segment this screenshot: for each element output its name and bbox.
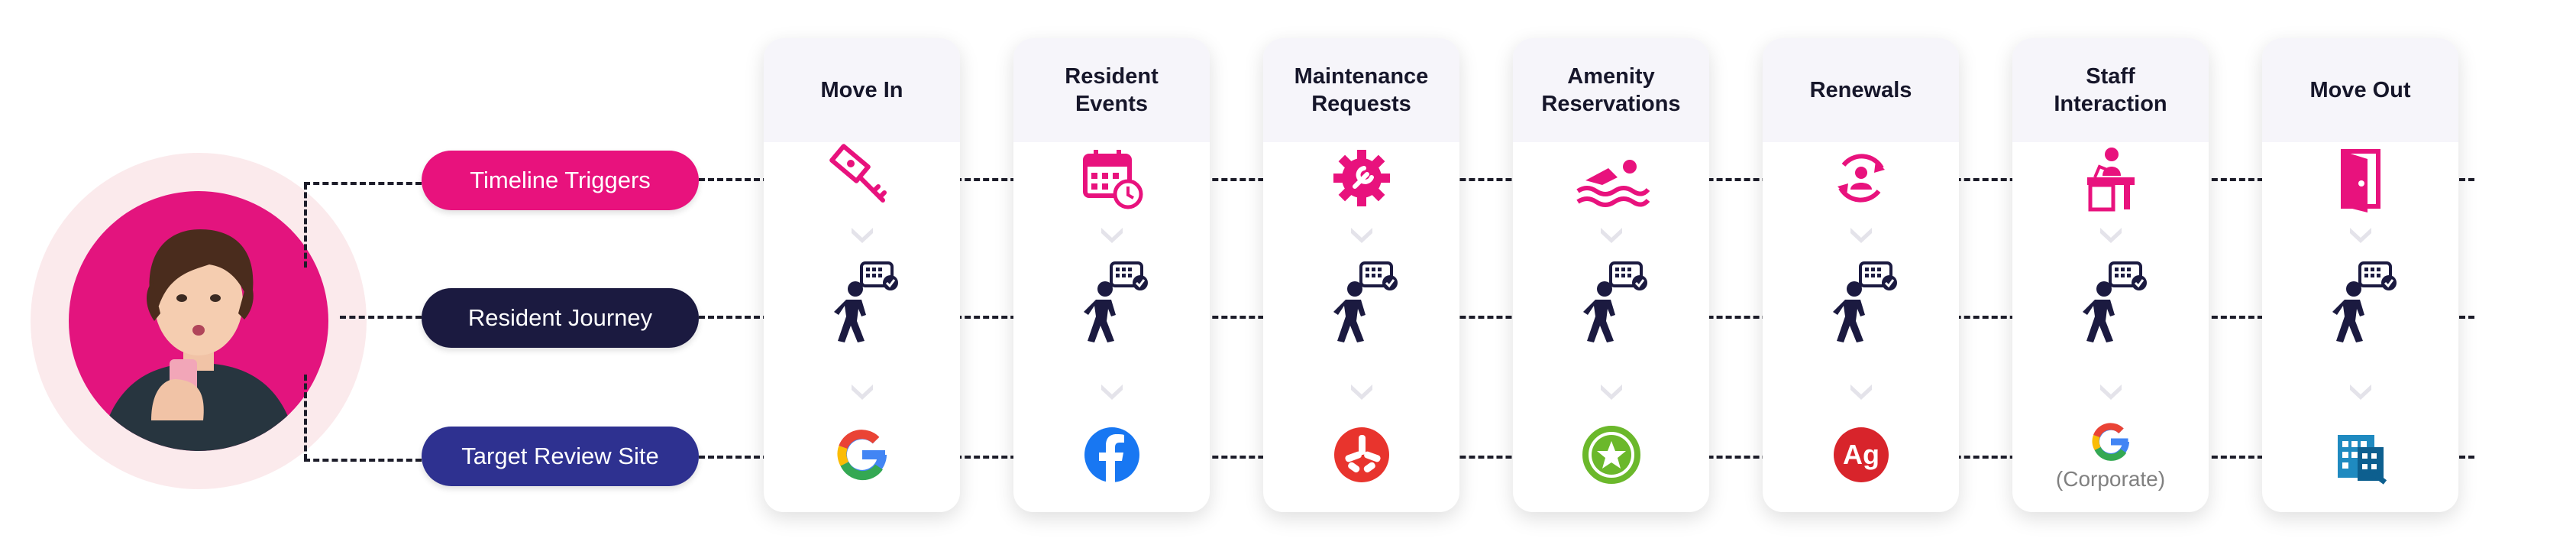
calendar-clock-icon <box>1078 144 1146 216</box>
stage-card-amenity-reservations: Amenity Reservations <box>1513 38 1709 512</box>
google-logo-icon <box>832 424 893 489</box>
resident-walking-icon <box>2069 260 2153 348</box>
stage-card-resident-events: Resident Events <box>1013 38 1210 512</box>
stage-title: Move Out <box>2262 38 2458 142</box>
stage-card-maintenance-requests: Maintenance Requests <box>1263 38 1459 512</box>
stage-card-move-out: Move Out <box>2262 38 2458 512</box>
stage-card-renewals: Renewals Ag <box>1763 38 1959 512</box>
swimmer-icon <box>1573 144 1650 216</box>
connector-to-target-review-site <box>304 459 422 462</box>
ag-logo-icon: Ag <box>1831 424 1892 489</box>
connector-to-resident-journey <box>340 316 422 319</box>
google-logo-icon <box>2088 419 2134 469</box>
door-exit-icon <box>2326 144 2395 216</box>
chevron-down-icon <box>1349 382 1375 401</box>
chevron-down-icon <box>2348 382 2374 401</box>
resident-walking-icon <box>1819 260 1903 348</box>
row-pill-target-review-site: Target Review Site <box>422 427 699 486</box>
gear-wrench-icon <box>1327 144 1396 216</box>
avatar-connector-vertical-top <box>304 183 307 268</box>
resident-walking-icon <box>2319 260 2403 348</box>
staff-desk-icon <box>2077 144 2145 216</box>
chevron-down-icon <box>1598 382 1624 401</box>
chevron-down-icon <box>1349 225 1375 244</box>
row-label-resident-journey: Resident Journey <box>467 304 653 331</box>
stage-card-staff-interaction: Staff Interaction (Corporate) <box>2012 38 2209 512</box>
row-label-target-review-site: Target Review Site <box>461 443 659 469</box>
chevron-down-icon <box>1598 225 1624 244</box>
connector-to-timeline-triggers <box>304 182 422 185</box>
chevron-down-icon <box>849 225 875 244</box>
chevron-down-icon <box>1099 225 1125 244</box>
facebook-logo-icon <box>1081 424 1143 489</box>
resident-walking-icon <box>1569 260 1653 348</box>
yelp-logo-icon <box>1331 424 1392 489</box>
stage-title: Renewals <box>1763 38 1959 142</box>
review-site-caption: (Corporate) <box>2055 467 2166 491</box>
avatar-connector-vertical-bottom <box>304 375 307 460</box>
row-label-timeline-triggers: Timeline Triggers <box>470 167 651 193</box>
chevron-down-icon <box>1848 225 1874 244</box>
apartments-logo-icon <box>2330 424 2391 489</box>
row-pill-timeline-triggers: Timeline Triggers <box>422 151 699 210</box>
avatar <box>69 191 328 451</box>
svg-text:Ag: Ag <box>1843 439 1879 470</box>
resident-walking-icon <box>1320 260 1404 348</box>
stage-title: Amenity Reservations <box>1513 38 1709 142</box>
resident-walking-icon <box>820 260 904 348</box>
chevron-down-icon <box>1099 382 1125 401</box>
resident-walking-icon <box>1070 260 1154 348</box>
stage-title: Move In <box>764 38 960 142</box>
stage-title: Maintenance Requests <box>1263 38 1459 142</box>
chevron-down-icon <box>2348 225 2374 244</box>
chevron-down-icon <box>2098 225 2124 244</box>
stage-title: Staff Interaction <box>2012 38 2209 142</box>
stage-title: Resident Events <box>1013 38 1210 142</box>
row-pill-resident-journey: Resident Journey <box>422 288 699 348</box>
stage-card-move-in: Move In <box>764 38 960 512</box>
chevron-down-icon <box>2098 382 2124 401</box>
renew-person-icon <box>1827 144 1896 216</box>
key-icon <box>828 144 897 216</box>
star-badge-icon <box>1581 424 1642 489</box>
chevron-down-icon <box>849 382 875 401</box>
resident-illustration-icon <box>99 229 298 451</box>
chevron-down-icon <box>1848 382 1874 401</box>
